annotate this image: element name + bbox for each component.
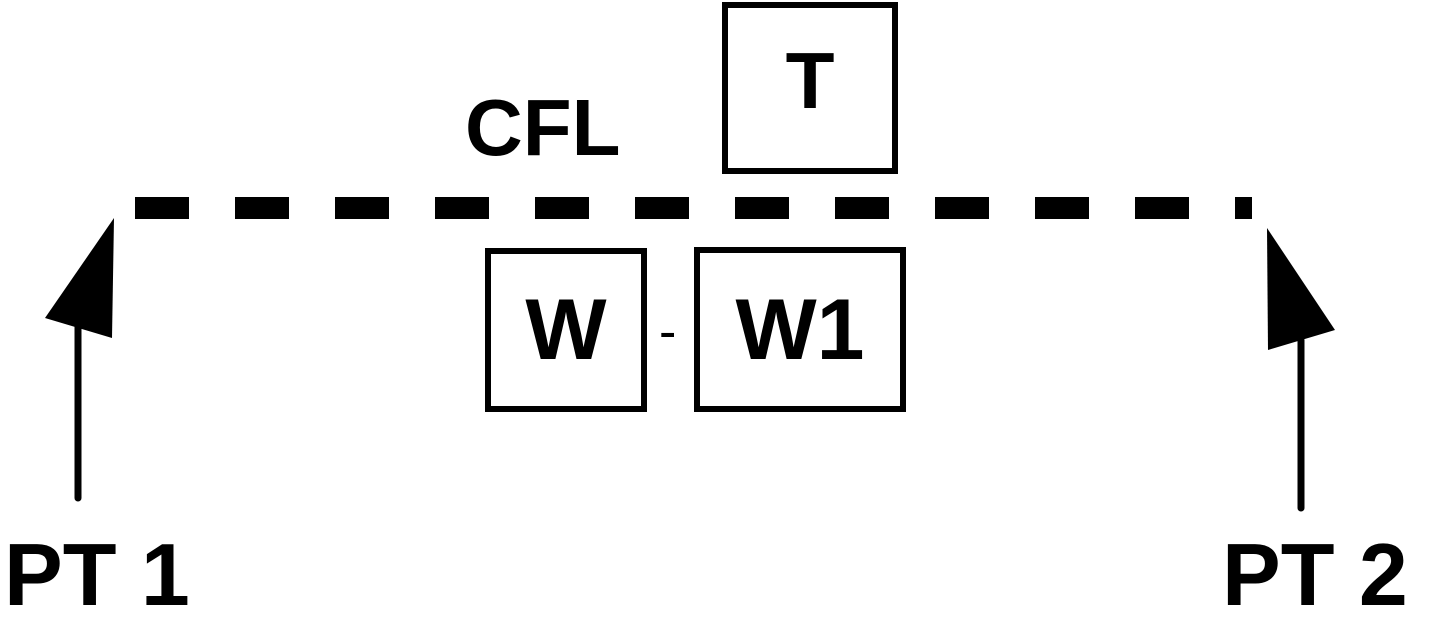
pt2-label: PT 2 xyxy=(1222,525,1408,624)
t-box: T xyxy=(722,2,898,174)
t-box-label: T xyxy=(785,36,835,125)
w-box-label: W xyxy=(525,282,607,378)
w-box: W xyxy=(485,248,647,412)
w1-box-label: W1 xyxy=(735,281,865,378)
w-w1-separator: - xyxy=(659,303,677,361)
pt1-arrow-head xyxy=(45,218,114,338)
w1-box: W1 xyxy=(694,247,906,412)
cfl-label: CFL xyxy=(465,83,621,172)
pt2-arrow-head xyxy=(1267,228,1335,350)
pt1-label: PT 1 xyxy=(4,525,190,624)
